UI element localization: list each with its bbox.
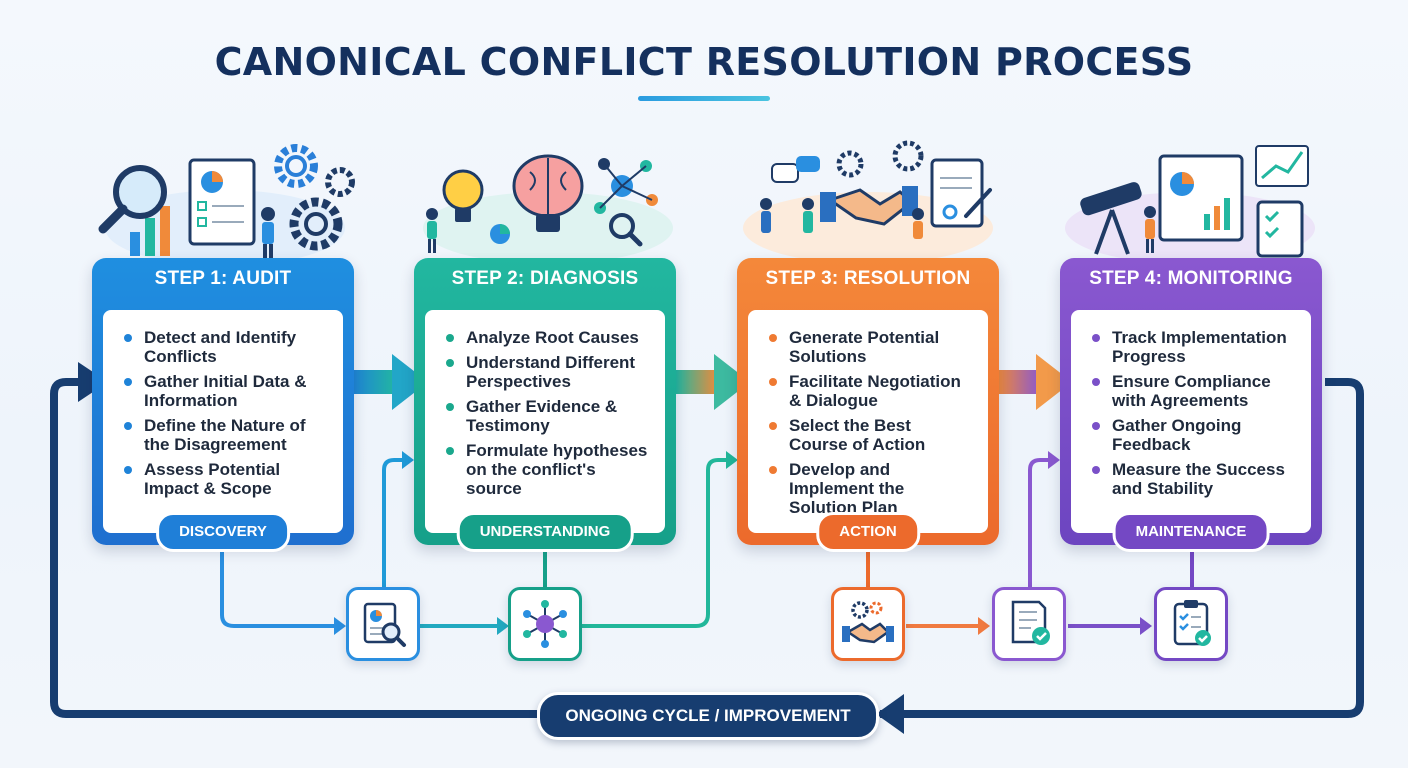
step-header: STEP 1: AUDIT — [154, 268, 292, 289]
stage-badge: UNDERSTANDING — [456, 512, 634, 552]
step-body — [425, 310, 665, 533]
step-bullets: Generate Potential Solutions Facilitate … — [769, 328, 974, 523]
bullet-item: Measure the Success and Stability — [1092, 460, 1297, 498]
report-document-icon — [188, 158, 256, 246]
step-body — [748, 310, 988, 533]
stage-badge: ACTION — [816, 512, 920, 552]
step-header: STEP 3: RESOLUTION — [765, 268, 971, 289]
bullet-item: Facilitate Negotiation & Dialogue — [769, 372, 974, 410]
bullet-item: Gather Ongoing Feedback — [1092, 416, 1297, 454]
step-bullets: Analyze Root Causes Understand Different… — [446, 328, 651, 504]
line-chart-icon — [1255, 145, 1309, 187]
bullet-item: Track Implementation Progress — [1092, 328, 1297, 366]
monitoring-illustration — [1065, 145, 1315, 264]
bullet-item: Understand Different Perspectives — [446, 353, 651, 391]
bullet-item: Ensure Compliance with Agreements — [1092, 372, 1297, 410]
audit-illustration — [98, 144, 355, 266]
bullet-item: Assess Potential Impact & Scope — [124, 460, 329, 498]
lightbulb-icon — [442, 169, 484, 222]
step-card-diagnosis: STEP 2: DIAGNOSIS Analyze Root Causes Un… — [414, 258, 676, 552]
step-card-resolution: STEP 3: RESOLUTION Generate Potential So… — [737, 258, 999, 552]
contract-document-icon — [930, 158, 992, 228]
diagnosis-illustration — [423, 154, 673, 264]
gears-icon — [836, 140, 924, 178]
network-hub-icon — [508, 587, 582, 661]
bullet-item: Detect and Identify Conflicts — [124, 328, 329, 366]
resolution-illustration — [743, 140, 993, 264]
stage-badge: DISCOVERY — [156, 512, 290, 552]
step-arrow-2-3 — [676, 354, 750, 410]
magnifier-small-icon — [609, 213, 643, 247]
cycle-loop — [50, 378, 1364, 718]
document-check-icon — [992, 587, 1066, 661]
step-arrow-3-4 — [998, 354, 1072, 410]
step-header: STEP 4: MONITORING — [1089, 268, 1293, 289]
people-icon — [760, 198, 924, 239]
flow-line-3 — [382, 458, 404, 587]
bullet-item: Generate Potential Solutions — [769, 328, 974, 366]
step-header: STEP 2: DIAGNOSIS — [451, 268, 639, 289]
pie-chart-icon — [490, 224, 510, 244]
telescope-icon — [1080, 182, 1142, 255]
bullet-item: Gather Evidence & Testimony — [446, 397, 651, 435]
brain-icon — [512, 154, 584, 232]
step-card-audit: STEP 1: AUDIT Detect and Identify Confli… — [92, 258, 354, 552]
dashboard-icon — [1158, 154, 1244, 242]
handshake-icon — [820, 186, 918, 226]
cycle-arrowhead-left — [876, 694, 904, 734]
step-card-monitoring: STEP 4: MONITORING Track Implementation … — [1060, 258, 1322, 552]
handshake-gears-icon — [831, 587, 905, 661]
bullet-item: Formulate hypotheses on the conflict's s… — [446, 441, 651, 498]
checklist-icon — [1256, 200, 1304, 258]
flow-line-1 — [220, 545, 334, 628]
person-icon — [1144, 206, 1156, 253]
network-icon — [594, 158, 658, 214]
bar-chart-icon — [130, 206, 170, 256]
clipboard-check-icon — [1154, 587, 1228, 661]
flow-line-8 — [1028, 458, 1050, 587]
gear-icon — [274, 144, 355, 251]
person-icon — [426, 208, 438, 253]
title-underline — [638, 96, 770, 101]
step-body — [103, 310, 343, 533]
stage-badge: MAINTENANCE — [1112, 512, 1270, 552]
bullet-item: Define the Nature of the Disagreement — [124, 416, 329, 454]
step-bullets: Track Implementation Progress Ensure Com… — [1092, 328, 1297, 504]
magnifier-icon — [98, 165, 167, 234]
bullet-item: Analyze Root Causes — [446, 328, 651, 347]
step-body — [1071, 310, 1311, 533]
report-magnifier-icon — [346, 587, 420, 661]
step-arrow-1-2 — [352, 354, 428, 410]
person-icon — [261, 207, 275, 258]
cycle-label: ONGOING CYCLE / IMPROVEMENT — [537, 692, 879, 740]
bullet-item: Develop and Implement the Solution Plan — [769, 460, 974, 517]
step-bullets: Detect and Identify Conflicts Gather Ini… — [124, 328, 329, 504]
chat-bubble-icon — [771, 156, 820, 183]
bullet-item: Gather Initial Data & Information — [124, 372, 329, 410]
bullet-item: Select the Best Course of Action — [769, 416, 974, 454]
page-title: CANONICAL CONFLICT RESOLUTION PROCESS — [214, 40, 1194, 84]
flow-line-5 — [582, 458, 728, 628]
